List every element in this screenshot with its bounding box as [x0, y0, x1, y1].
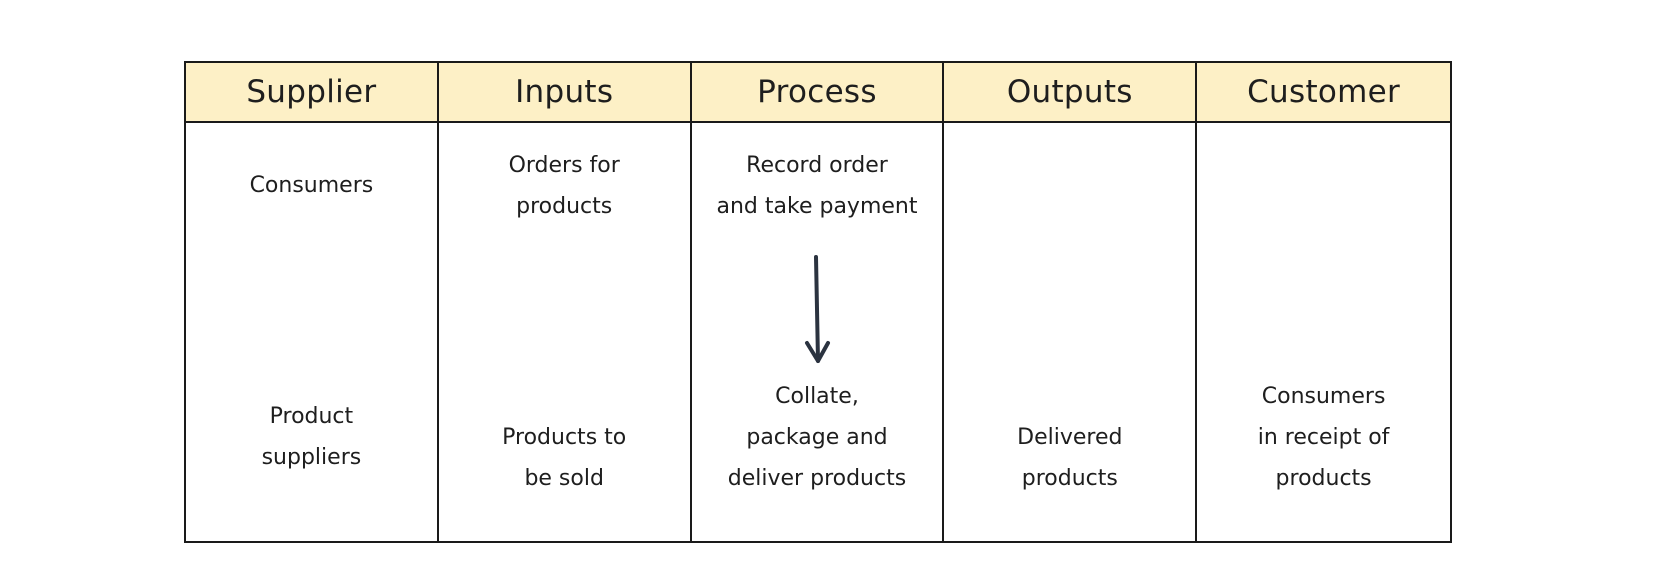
inputs-bottom-cell: Products to be sold: [502, 425, 627, 491]
sipoc-table: Supplier Inputs Process Outputs Customer…: [184, 61, 1452, 543]
header-customer: Customer: [1197, 63, 1450, 123]
inputs-column: Orders for products Products to be sold: [439, 123, 692, 541]
supplier-column: Consumers Product suppliers: [186, 123, 439, 541]
outputs-column: Delivered products: [944, 123, 1198, 541]
header-inputs: Inputs: [438, 63, 692, 123]
supplier-bottom-cell: Product suppliers: [261, 404, 362, 470]
process-bottom-cell: Collate, package and deliver products: [727, 384, 907, 491]
arrow-down-icon: [692, 255, 943, 367]
header-outputs: Outputs: [944, 63, 1198, 123]
inputs-top-cell: Orders for products: [508, 153, 620, 219]
header-process: Process: [691, 63, 945, 123]
customer-bottom-cell: Consumers in receipt of products: [1257, 384, 1390, 491]
customer-column: Consumers in receipt of products: [1197, 123, 1450, 541]
process-column: Record order and take payment Collate, p…: [692, 123, 945, 541]
supplier-top-cell: Consumers: [249, 173, 374, 198]
process-top-cell: Record order and take payment: [716, 153, 918, 219]
outputs-bottom-cell: Delivered products: [1017, 425, 1123, 491]
header-supplier: Supplier: [186, 63, 439, 123]
